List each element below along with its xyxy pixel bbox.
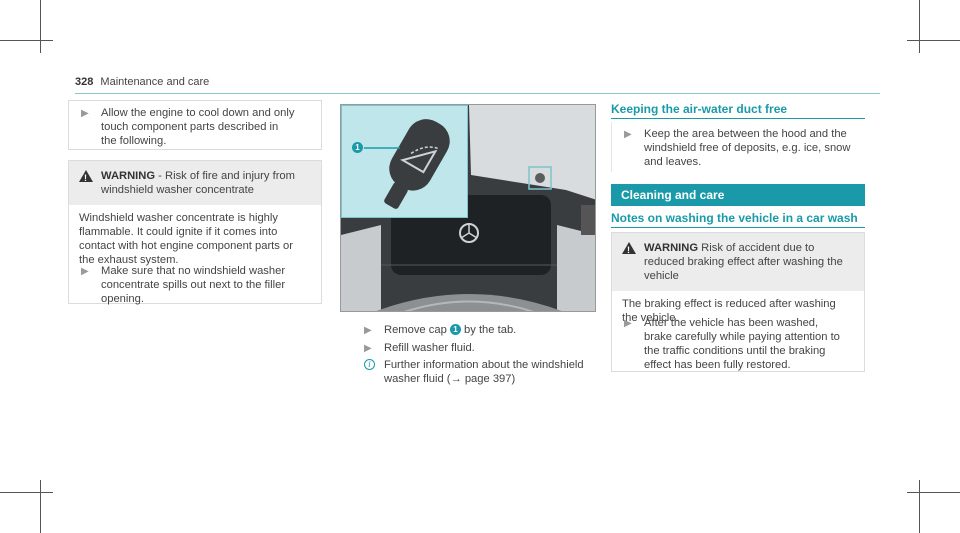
text-line: Allow the engine to cool down and only bbox=[101, 107, 295, 119]
text-line: windshield free of deposits, e.g. ice, s… bbox=[644, 142, 851, 154]
warning-subject: - Risk of fire and injury from bbox=[155, 170, 295, 182]
step-box-cool: ▶ Allow the engine to cool down and only… bbox=[68, 100, 322, 150]
text-line: Make sure that no windshield washer bbox=[101, 265, 286, 277]
info-icon: i bbox=[364, 359, 375, 370]
step-text: Remove cap bbox=[384, 324, 450, 336]
step-arrow-icon: ▶ bbox=[81, 266, 89, 277]
step-text: Refill washer fluid. bbox=[384, 342, 475, 354]
warning-triangle-icon bbox=[79, 170, 93, 185]
step-box-keep: ▶ Keep the area between the hood and the… bbox=[611, 122, 865, 172]
warning-subject-line2: windshield washer concentrate bbox=[101, 184, 254, 196]
page-header: 328 Maintenance and care bbox=[75, 76, 880, 94]
text-line: Windshield washer concentrate is highly bbox=[79, 212, 278, 224]
callout-1-icon: 1 bbox=[352, 142, 363, 153]
warning-label: WARNING bbox=[644, 242, 699, 254]
text-line: contact with hot engine component parts … bbox=[79, 240, 293, 252]
step-arrow-icon: ▶ bbox=[81, 108, 89, 119]
step-arrow-icon: ▶ bbox=[624, 318, 632, 329]
text-line: the exhaust system. bbox=[79, 254, 179, 266]
warning-triangle-icon bbox=[622, 242, 636, 257]
washer-cap-inset: 1 bbox=[341, 105, 468, 218]
text-line: Further information about the windshield bbox=[384, 359, 584, 371]
text-line: brake carefully while paying attention t… bbox=[644, 331, 840, 343]
warning-header: WARNING Risk of accident due to reduced … bbox=[612, 233, 864, 291]
section-title: Maintenance and care bbox=[100, 76, 210, 88]
crop-mark bbox=[919, 480, 920, 533]
engine-bay-image: 1 bbox=[340, 104, 596, 312]
washer-cap-illustration bbox=[364, 119, 450, 209]
text-line: Keep the area between the hood and the bbox=[644, 128, 847, 140]
warning-box-braking: WARNING Risk of accident due to reduced … bbox=[611, 232, 865, 372]
crop-mark bbox=[40, 0, 41, 53]
text-line: effect has been fully restored. bbox=[644, 359, 791, 371]
warning-subject: Risk of accident due to bbox=[698, 242, 815, 254]
callout-1-icon: 1 bbox=[449, 324, 461, 335]
step-arrow-icon: ▶ bbox=[624, 129, 632, 140]
page-number: 328 bbox=[75, 76, 94, 88]
heading-rule bbox=[611, 118, 865, 119]
cross-reference-link[interactable]: washer fluid (→ page 397) bbox=[384, 373, 516, 385]
crop-mark bbox=[0, 40, 53, 41]
crop-mark bbox=[40, 480, 41, 533]
heading-car-wash: Notes on washing the vehicle in a car wa… bbox=[611, 211, 858, 225]
middle-steps: ▶ Remove cap 1 by the tab. ▶ Refill wash… bbox=[340, 318, 596, 392]
text-line: vehicle bbox=[644, 270, 679, 282]
crop-mark bbox=[907, 40, 960, 41]
warning-box-fire: WARNING - Risk of fire and injury from w… bbox=[68, 160, 322, 305]
text-line: the vehicle. bbox=[622, 312, 679, 324]
crop-mark bbox=[907, 492, 960, 493]
warning-label: WARNING bbox=[101, 170, 156, 182]
warning-header: WARNING - Risk of fire and injury from w… bbox=[69, 161, 321, 205]
step-arrow-icon: ▶ bbox=[364, 325, 372, 336]
step-text: by the tab. bbox=[460, 324, 517, 336]
heading-air-water-duct: Keeping the air-water duct free bbox=[611, 102, 788, 116]
text-line: The braking effect is reduced after wash… bbox=[622, 298, 836, 310]
text-line: touch component parts described in bbox=[101, 121, 279, 133]
heading-rule bbox=[611, 227, 865, 228]
text-line: concentrate spills out next to the fille… bbox=[101, 279, 286, 291]
crop-mark bbox=[919, 0, 920, 53]
text-line: flammable. It could ignite if it comes i… bbox=[79, 226, 278, 238]
text-line: reduced braking effect after washing the bbox=[644, 256, 843, 268]
crop-mark bbox=[0, 492, 53, 493]
text-line: and leaves. bbox=[644, 156, 702, 168]
section-band: Cleaning and care bbox=[611, 184, 865, 206]
text-line: the following. bbox=[101, 135, 167, 147]
text-line: After the vehicle has been washed, bbox=[644, 317, 819, 329]
text-line: opening. bbox=[101, 293, 144, 305]
text-line: the traffic conditions until the braking bbox=[644, 345, 826, 357]
step-arrow-icon: ▶ bbox=[364, 343, 372, 354]
